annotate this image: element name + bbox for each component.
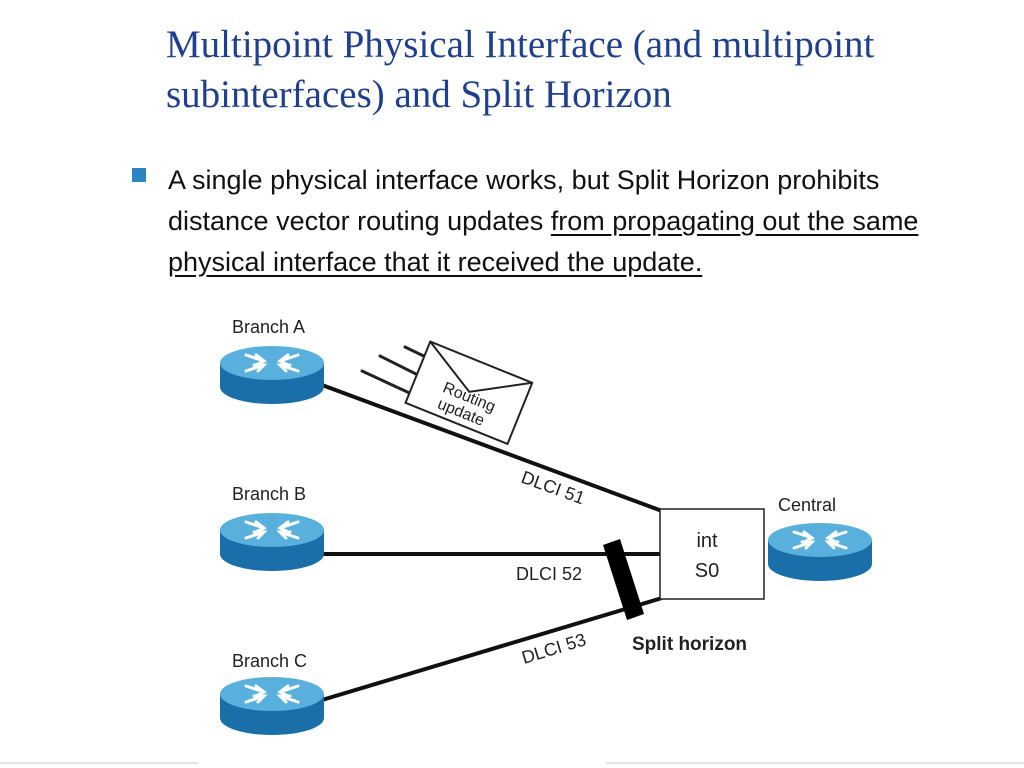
interface-box (659, 508, 765, 600)
envelope-icon: Routing update (404, 340, 534, 446)
link-dlci-51 (321, 383, 663, 513)
slide-title: Multipoint Physical Interface (and multi… (166, 20, 1006, 120)
router-icon (218, 511, 326, 573)
branch-b-label: Branch B (232, 484, 306, 504)
title-line-1: Multipoint Physical Interface (and multi… (166, 23, 875, 66)
bullet-text-underlined: from propagating out the same physical i… (168, 206, 919, 277)
dlci-53-label: DLCI 53 (519, 629, 588, 667)
branch-a-label: Branch A (232, 317, 305, 337)
link-dlci-53 (321, 596, 663, 702)
router-icon (218, 344, 326, 406)
barrier-icon (603, 539, 644, 620)
router-icon (218, 675, 326, 737)
interface-label-line-1: int (696, 530, 718, 552)
bullet-text-plain: A single physical interface works, but S… (168, 165, 880, 236)
dlci-52-label: DLCI 52 (516, 564, 582, 584)
interface-label-line-2: S0 (695, 560, 719, 582)
branch-c-label: Branch C (232, 651, 307, 671)
bullet-square-icon (132, 168, 146, 182)
footer-divider-left (0, 762, 198, 764)
title-line-2: subinterfaces) and Split Horizon (166, 73, 672, 116)
central-label: Central (778, 495, 836, 515)
footer-divider-right (606, 762, 1024, 764)
router-icon (766, 521, 874, 583)
bullet-text: A single physical interface works, but S… (168, 160, 928, 283)
split-horizon-label: Split horizon (632, 634, 747, 655)
dlci-51-label: DLCI 51 (519, 467, 588, 508)
